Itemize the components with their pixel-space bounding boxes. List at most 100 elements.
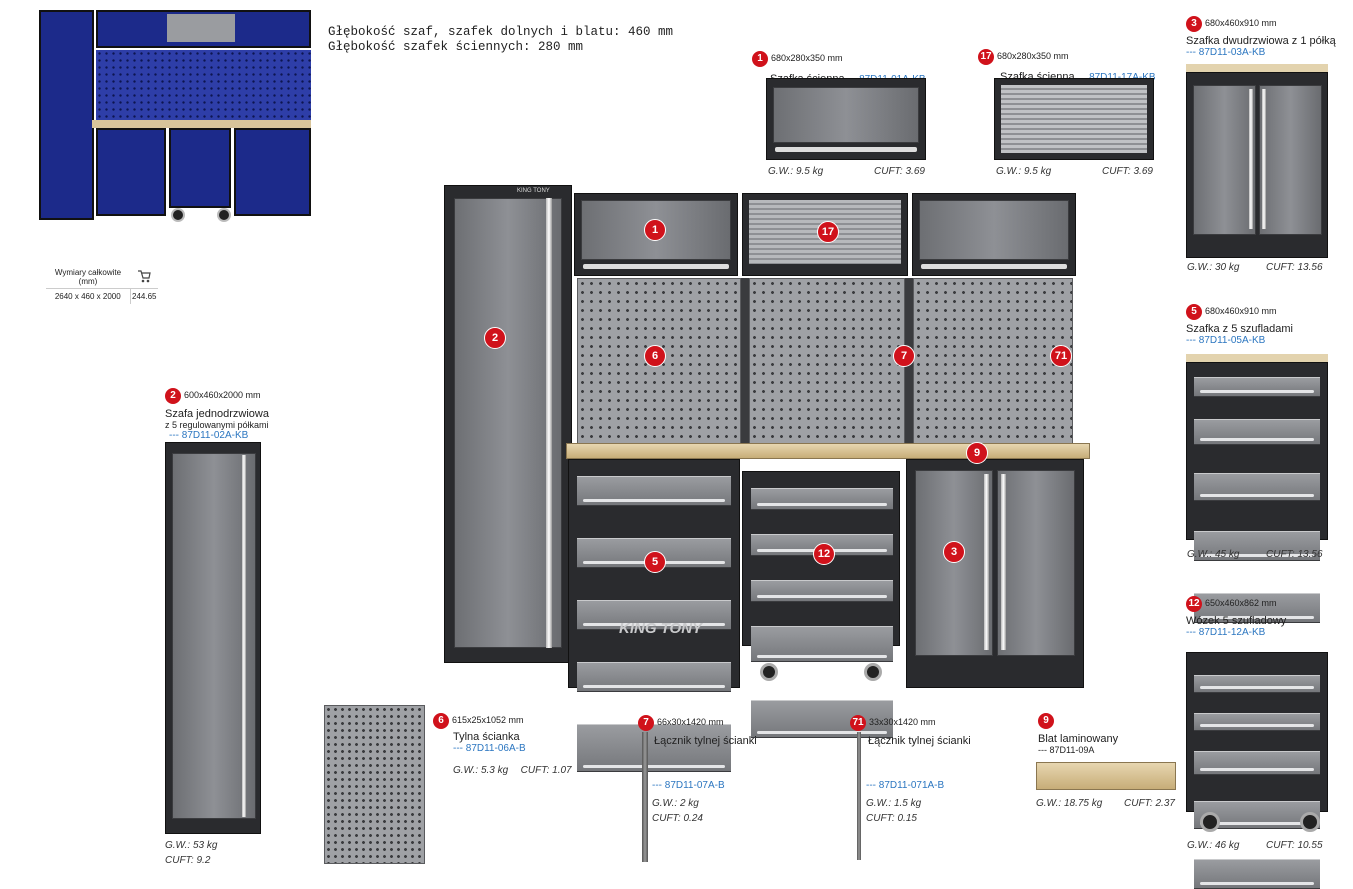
product-9-badge: 9 [1038, 713, 1054, 729]
product-17-image [994, 78, 1154, 160]
product-6-gw: G.W.: 5.3 kg [453, 765, 509, 776]
back-panel-middle [749, 278, 905, 444]
callout-12: 12 [813, 543, 835, 565]
callout-1: 1 [644, 219, 666, 241]
product-1-cuft: CUFT: 3.69 [874, 166, 925, 177]
product-9-code: --- 87D11-09A [1038, 745, 1095, 755]
product-9-name: Blat laminowany [1038, 733, 1119, 745]
callout-9: 9 [966, 442, 988, 464]
product-71-dims: 33x30x1420 mm [869, 717, 936, 727]
product-5-cuft: CUFT: 13.56 [1266, 549, 1323, 560]
product-1-gw: G.W.: 9.5 kg [768, 166, 824, 177]
product-7-dims: 66x30x1420 mm [657, 717, 724, 727]
product-2-dims: 600x460x2000 mm [184, 390, 261, 400]
product-12-image [1186, 652, 1328, 889]
product-9-image [1036, 762, 1176, 790]
callout-5: 5 [644, 551, 666, 573]
product-71-badge: 71 [850, 715, 866, 731]
product-3-dims: 680x460x910 mm [1205, 18, 1277, 28]
product-17-dims: 680x280x350 mm [997, 51, 1069, 61]
product-6-name: Tylna ścianka [453, 731, 520, 743]
product-9: 9 Blat laminowany --- 87D11-09A [1038, 710, 1188, 755]
product-12-badge: 12 [1186, 596, 1202, 612]
drawer-cabinet-5: KING TONY [568, 459, 740, 772]
dims-size: 2640 x 460 x 2000 [46, 288, 131, 304]
product-3-image [1186, 72, 1328, 258]
product-2-cuft: CUFT: 9.2 [165, 855, 211, 866]
trolley-12 [742, 471, 900, 738]
product-1-badge: 1 [752, 51, 768, 67]
depth-line-2: Głębokość szafek ściennych: 280 mm [328, 40, 584, 54]
depth-line-1: Głębokość szaf, szafek dolnych i blatu: … [328, 25, 674, 39]
product-12-code: --- 87D11-12A-KB [1186, 627, 1266, 638]
product-71-cuft: CUFT: 0.15 [866, 813, 917, 824]
product-7-code: --- 87D11-07A-B [652, 780, 725, 791]
brand-logo-large: KING TONY [619, 620, 703, 637]
product-9-cuft: CUFT: 2.37 [1124, 798, 1175, 809]
product-2-name2: z 5 regulowanymi półkami [165, 420, 269, 430]
product-71-gw: G.W.: 1.5 kg [866, 798, 922, 809]
product-6-dims: 615x25x1052 mm [452, 715, 524, 725]
depth-info: Głębokość szaf, szafek dolnych i blatu: … [328, 25, 673, 55]
two-door-cabinet [906, 459, 1084, 688]
product-17-code: 87D11-17A-KB [1089, 72, 1156, 83]
callout-6: 6 [644, 345, 666, 367]
product-5-code: --- 87D11-05A-KB [1186, 335, 1266, 346]
product-71-code: --- 87D11-071A-B [866, 780, 945, 791]
product-17-cuft: CUFT: 3.69 [1102, 166, 1153, 177]
product-1-image [766, 78, 926, 160]
worktop [566, 443, 1090, 459]
product-9-gw: G.W.: 18.75 kg [1036, 798, 1103, 809]
product-2-name: Szafa jednodrzwiowa [165, 408, 269, 420]
product-2-code: --- 87D11-02A-KB [169, 430, 249, 441]
product-7-gw: G.W.: 2 kg [652, 798, 699, 809]
callout-17: 17 [817, 221, 839, 243]
product-3-cuft: CUFT: 13.56 [1266, 262, 1323, 273]
product-5-gw: G.W.: 45 kg [1187, 549, 1240, 560]
product-12-gw: G.W.: 46 kg [1187, 840, 1240, 851]
dimensions-table: Wymiary całkowite (mm) 2640 x 460 x 2000… [46, 266, 158, 304]
product-7-image [642, 732, 648, 862]
wall-cabinet-3 [912, 193, 1076, 276]
product-1-dims: 680x280x350 mm [771, 53, 843, 63]
product-12-cuft: CUFT: 10.55 [1266, 840, 1323, 851]
callout-2: 2 [484, 327, 506, 349]
callout-71: 71 [1050, 345, 1072, 367]
product-5-name: Szafka z 5 szufladami [1186, 323, 1293, 335]
cart-icon [130, 266, 158, 289]
product-6-code: --- 87D11-06A-B [453, 743, 526, 754]
workshop-set-image: KING TONY KING TONY [444, 185, 1090, 772]
product-5-worktop [1186, 354, 1328, 362]
product-3-worktop [1186, 64, 1328, 72]
product-6-image [324, 705, 425, 864]
product-3-gw: G.W.: 30 kg [1187, 262, 1240, 273]
back-panel-right [913, 278, 1073, 444]
product-71-image [857, 732, 861, 860]
back-panel-left [577, 278, 741, 444]
brand-logo: KING TONY [517, 188, 550, 194]
product-71-name: Łącznik tylnej ścianki [868, 735, 971, 747]
product-12-name: Wózek 5 szufladowy [1186, 615, 1287, 627]
product-7-cuft: CUFT: 0.24 [652, 813, 703, 824]
thumbnail-blue-set [39, 10, 311, 222]
product-3-badge: 3 [1186, 16, 1202, 32]
product-7-badge: 7 [638, 715, 654, 731]
product-5-dims: 680x460x910 mm [1205, 306, 1277, 316]
wall-cabinet-1 [574, 193, 738, 276]
dims-header-label: Wymiary całkowite (mm) [54, 268, 122, 286]
product-5-image [1186, 362, 1328, 623]
product-17-gw: G.W.: 9.5 kg [996, 166, 1052, 177]
product-17-badge: 17 [978, 49, 994, 65]
product-3-code: --- 87D11-03A-KB [1186, 47, 1266, 58]
tall-cabinet: KING TONY [444, 185, 572, 663]
product-2-image [165, 442, 261, 834]
dims-volume: 244.65 [132, 292, 157, 301]
product-7-name: Łącznik tylnej ścianki [654, 735, 757, 747]
product-2-gw: G.W.: 53 kg [165, 840, 218, 851]
